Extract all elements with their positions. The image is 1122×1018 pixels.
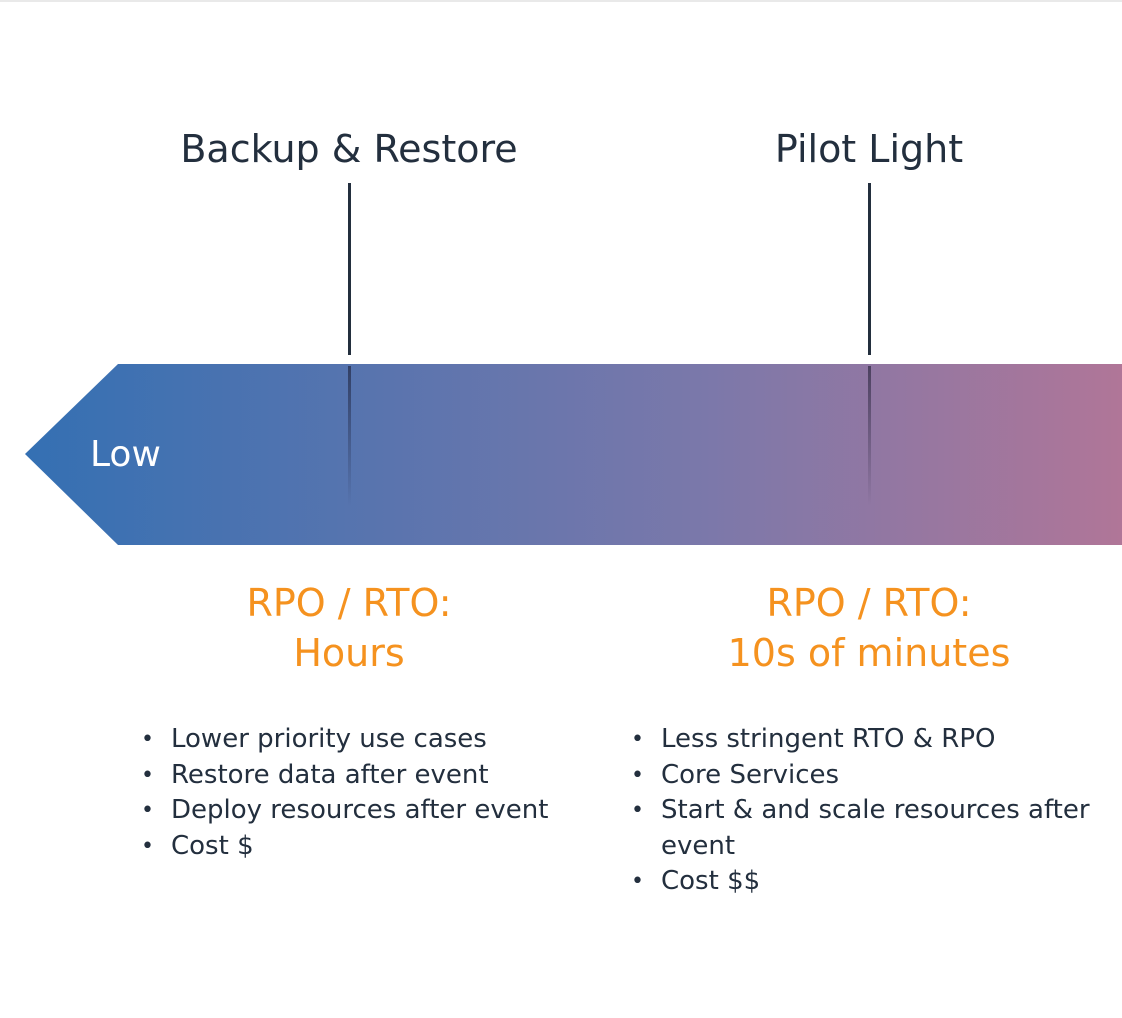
top-divider (0, 0, 1122, 2)
list-item: Less stringent RTO & RPO (631, 722, 1090, 758)
backup-restore-title: Backup & Restore (180, 127, 518, 171)
backup-restore-marker-line (348, 183, 351, 355)
pilot-light-marker-shadow (868, 366, 871, 506)
pilot-light-title: Pilot Light (774, 127, 964, 171)
list-item: Cost $ (141, 829, 548, 865)
rpo-rto-value: Hours (293, 631, 405, 675)
list-item: Core Services (631, 758, 1090, 794)
rpo-rto-value: 10s of minutes (727, 631, 1011, 675)
list-item: Restore data after event (141, 758, 548, 794)
rpo-rto-heading: RPO / RTO: (766, 581, 972, 625)
backup-restore-marker-shadow (348, 366, 351, 506)
backup-restore-bullet-list: Lower priority use cases Restore data af… (141, 722, 548, 864)
list-item: Cost $$ (631, 864, 1090, 900)
arrow-shape (25, 364, 1122, 545)
rpo-rto-scale-arrow (0, 364, 1122, 545)
list-item-continuation: event (661, 830, 736, 861)
pilot-light-bullet-list: Less stringent RTO & RPO Core Services S… (631, 722, 1090, 900)
rpo-rto-heading: RPO / RTO: (246, 581, 452, 625)
list-item: Lower priority use cases (141, 722, 548, 758)
pilot-light-rpo-rto: RPO / RTO: 10s of minutes (659, 578, 1079, 678)
list-item: Deploy resources after event (141, 793, 548, 829)
pilot-light-marker-line (868, 183, 871, 355)
list-item: Start & and scale resources after (631, 793, 1090, 829)
low-label: Low (90, 434, 161, 475)
backup-restore-rpo-rto: RPO / RTO: Hours (139, 578, 559, 678)
